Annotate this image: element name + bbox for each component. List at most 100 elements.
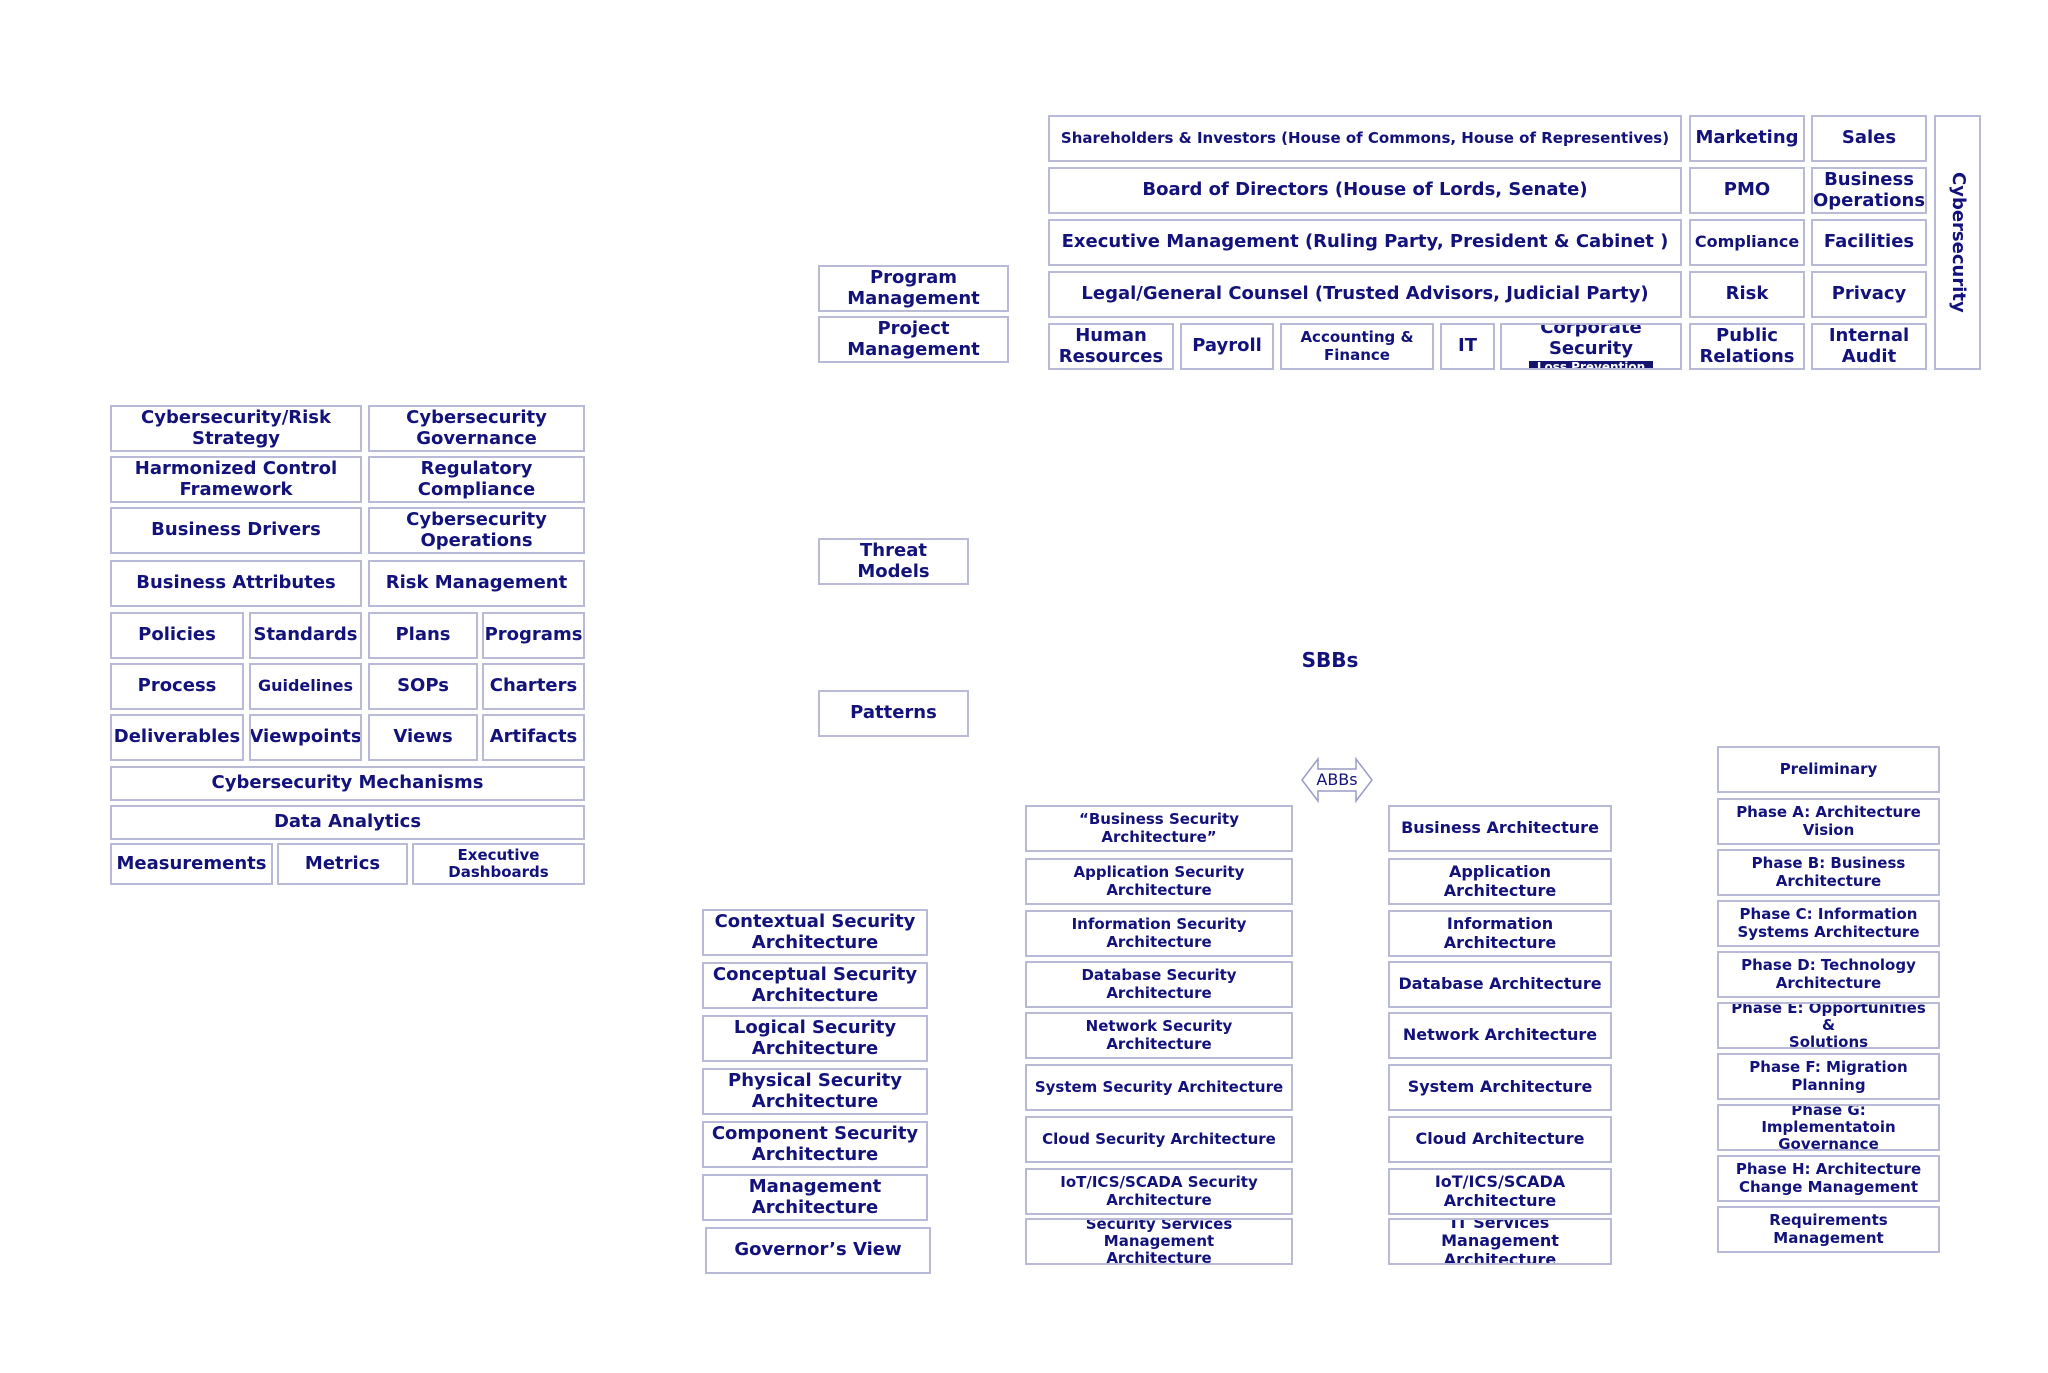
privacy-box: Privacy: [1811, 271, 1927, 318]
togaf-phase-label: Requirements Management: [1769, 1211, 1888, 1247]
architecture-item: Information Architecture: [1388, 910, 1612, 957]
sabsa-layer: Physical Security Architecture: [702, 1068, 928, 1115]
shareholders-label: Shareholders & Investors (House of Commo…: [1060, 128, 1670, 147]
architecture-label: IT Services Management Architecture: [1441, 1218, 1559, 1265]
compliance-label: Compliance: [1694, 232, 1800, 252]
togaf-phase-label: Phase B: Business Architecture: [1751, 854, 1906, 890]
security-architecture-label: Application Security Architecture: [1073, 863, 1245, 899]
togaf-phase-label: Phase C: Information Systems Architectur…: [1737, 905, 1920, 941]
legal-label: Legal/General Counsel (Trusted Advisors,…: [1081, 283, 1649, 305]
architecture-label: Database Architecture: [1398, 974, 1602, 994]
togaf-phase: Phase E: Opportunities & Solutions: [1717, 1002, 1940, 1049]
it-label: IT: [1458, 335, 1477, 357]
viewpoints-box: Viewpoints: [249, 714, 362, 761]
togaf-phase: Phase F: Migration Planning: [1717, 1053, 1940, 1100]
sabsa-layer-label: Physical Security Architecture: [728, 1069, 902, 1112]
risk-box: Risk: [1689, 271, 1805, 318]
pmo-box: PMO: [1689, 167, 1805, 214]
views-label: Views: [393, 726, 453, 748]
cyber-risk-strategy-label: Cybersecurity/Risk Strategy: [141, 406, 331, 449]
marketing-label: Marketing: [1695, 127, 1799, 149]
togaf-phase-label: Preliminary: [1779, 759, 1878, 778]
togaf-phase-label: Phase F: Migration Planning: [1749, 1058, 1908, 1094]
measurements-label: Measurements: [116, 852, 267, 874]
program-management-label: Program Management: [847, 266, 980, 309]
guidelines-label: Guidelines: [257, 676, 354, 696]
sabsa-layer: Management Architecture: [702, 1174, 928, 1221]
standards-box: Standards: [249, 612, 362, 659]
security-architecture-label: Information Security Architecture: [1071, 915, 1247, 951]
architecture-item: Cloud Architecture: [1388, 1116, 1612, 1163]
cyber-operations-label: Cybersecurity Operations: [406, 508, 547, 551]
sabsa-layer-label: Logical Security Architecture: [733, 1016, 897, 1059]
data-analytics-label: Data Analytics: [273, 811, 422, 833]
data-analytics-box: Data Analytics: [110, 805, 585, 840]
security-architecture-item: System Security Architecture: [1025, 1064, 1293, 1111]
public-relations-box: Public Relations: [1689, 323, 1805, 370]
business-drivers-label: Business Drivers: [151, 519, 321, 541]
threat-models-box: Threat Models: [818, 538, 969, 585]
architecture-item: Business Architecture: [1388, 805, 1612, 852]
sabsa-layer: Conceptual Security Architecture: [702, 962, 928, 1009]
togaf-phase: Phase B: Business Architecture: [1717, 849, 1940, 896]
cyber-operations-box: Cybersecurity Operations: [368, 507, 585, 554]
accounting-box: Accounting & Finance: [1280, 323, 1434, 370]
architecture-label: Information Architecture: [1443, 914, 1557, 952]
policies-box: Policies: [110, 612, 244, 659]
privacy-label: Privacy: [1831, 283, 1907, 305]
sabsa-layer-label: Conceptual Security Architecture: [712, 963, 918, 1006]
threat-models-label: Threat Models: [857, 539, 930, 582]
charters-box: Charters: [482, 663, 585, 710]
risk-management-box: Risk Management: [368, 560, 585, 607]
compliance-box: Compliance: [1689, 219, 1805, 266]
cyber-governance-box: Cybersecurity Governance: [368, 405, 585, 452]
program-management-box: Program Management: [818, 265, 1009, 312]
security-architecture-item: Cloud Security Architecture: [1025, 1116, 1293, 1163]
security-architecture-item: Information Security Architecture: [1025, 910, 1293, 957]
togaf-phase: Preliminary: [1717, 746, 1940, 793]
human-resources-label: Human Resources: [1058, 324, 1164, 367]
views-box: Views: [368, 714, 478, 761]
security-architecture-item: Database Security Architecture: [1025, 961, 1293, 1008]
risk-label: Risk: [1725, 283, 1769, 305]
sales-box: Sales: [1811, 115, 1927, 162]
process-label: Process: [137, 675, 217, 697]
architecture-item: Application Architecture: [1388, 858, 1612, 905]
programs-label: Programs: [484, 624, 583, 646]
corporate-security-label: Corporate Security: [1540, 323, 1642, 359]
policies-label: Policies: [138, 624, 216, 646]
payroll-box: Payroll: [1180, 323, 1274, 370]
executive-dashboards-label: Executive Dashboards: [448, 845, 549, 881]
executive-label: Executive Management (Ruling Party, Pres…: [1061, 231, 1669, 253]
sabsa-layer-label: Contextual Security Architecture: [714, 910, 916, 953]
business-operations-label: Business Operations: [1812, 168, 1926, 211]
architecture-label: Business Architecture: [1401, 818, 1599, 838]
security-architecture-label: Database Security Architecture: [1081, 966, 1237, 1002]
sabsa-layer: Logical Security Architecture: [702, 1015, 928, 1062]
togaf-phase: Phase G: Implementatoin Governance: [1717, 1104, 1940, 1151]
sabsa-layer-label: Governor’s View: [734, 1239, 902, 1261]
programs-box: Programs: [482, 612, 585, 659]
harmonized-framework-box: Harmonized Control Framework: [110, 456, 362, 503]
cyber-mechanisms-box: Cybersecurity Mechanisms: [110, 766, 585, 801]
payroll-label: Payroll: [1192, 335, 1262, 357]
risk-management-label: Risk Management: [385, 572, 568, 594]
architecture-item: IoT/ICS/SCADA Architecture: [1388, 1168, 1612, 1215]
corporate-security-box: Corporate Security Loss Prevention: [1500, 323, 1682, 370]
architecture-label: Cloud Architecture: [1415, 1129, 1585, 1149]
shareholders-box: Shareholders & Investors (House of Commo…: [1048, 115, 1682, 162]
board-box: Board of Directors (House of Lords, Sena…: [1048, 167, 1682, 214]
guidelines-box: Guidelines: [249, 663, 362, 710]
loss-prevention-badge: Loss Prevention: [1528, 360, 1654, 368]
facilities-label: Facilities: [1823, 231, 1915, 253]
harmonized-framework-label: Harmonized Control Framework: [134, 457, 338, 500]
plans-box: Plans: [368, 612, 478, 659]
business-operations-box: Business Operations: [1811, 167, 1927, 214]
internal-audit-label: Internal Audit: [1828, 324, 1910, 367]
sbbs-label: SBBs: [1301, 648, 1359, 672]
regulatory-compliance-label: Regulatory Compliance: [417, 457, 536, 500]
togaf-phase: Requirements Management: [1717, 1206, 1940, 1253]
togaf-phase-label: Phase D: Technology Architecture: [1741, 956, 1916, 992]
security-architecture-label: IoT/ICS/SCADA Security Architecture: [1060, 1173, 1258, 1209]
viewpoints-label: Viewpoints: [249, 726, 362, 748]
